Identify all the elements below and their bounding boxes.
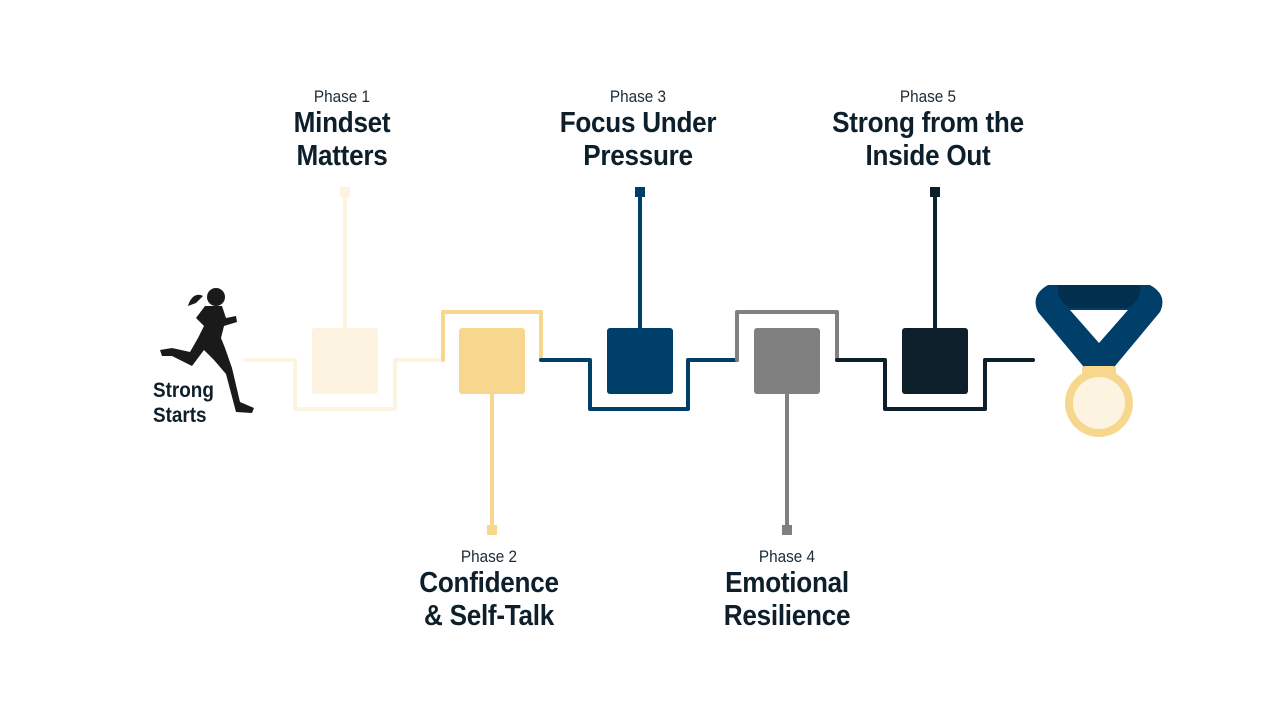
start-label-line1: Strong: [153, 379, 214, 402]
box-phase-2: [459, 328, 525, 394]
phase-title: Inside Out: [865, 140, 991, 172]
stem-end-3: [635, 187, 645, 197]
phase-title: Mindset: [293, 107, 391, 139]
phase-5-label: Phase 5 Strong from the Inside Out: [798, 87, 1058, 173]
phase-title: Matters: [296, 140, 388, 172]
path-phase-5: [835, 358, 1035, 411]
stem-end-5: [930, 187, 940, 197]
phase-title: Focus Under: [559, 107, 717, 139]
phase-1-label: Phase 1 Mindset Matters: [212, 87, 472, 173]
medal-icon: [1035, 285, 1163, 437]
phase-title: Confidence: [419, 567, 559, 599]
stem-end-2: [487, 525, 497, 535]
box-phase-4: [754, 328, 820, 394]
runner-icon: [160, 288, 254, 413]
phase-title: Pressure: [583, 140, 693, 172]
stem-end-1: [340, 187, 350, 197]
stem-end-4: [782, 525, 792, 535]
phase-title: Resilience: [723, 600, 851, 632]
box-phase-5: [902, 328, 968, 394]
phase-title: Emotional: [725, 567, 849, 599]
phase-number: Phase 4: [758, 547, 816, 566]
start-label-line2: Starts: [153, 404, 207, 427]
path-phase-3: [539, 358, 739, 411]
phase-title: & Self-Talk: [424, 600, 554, 632]
phase-number: Phase 1: [313, 87, 371, 106]
path-phase-1: [243, 358, 445, 411]
phase-3-label: Phase 3 Focus Under Pressure: [508, 87, 768, 173]
phase-title: Strong from the: [832, 107, 1024, 139]
phase-4-label: Phase 4 Emotional Resilience: [657, 547, 917, 633]
start-label: Strong Starts: [153, 378, 214, 428]
phase-number: Phase 3: [609, 87, 667, 106]
phase-number: Phase 2: [460, 547, 518, 566]
path-phase-2: [441, 310, 543, 362]
phase-2-label: Phase 2 Confidence & Self-Talk: [359, 547, 619, 633]
box-phase-3: [607, 328, 673, 394]
phase-number: Phase 5: [899, 87, 957, 106]
path-phase-4: [735, 310, 839, 362]
box-phase-1: [312, 328, 378, 394]
